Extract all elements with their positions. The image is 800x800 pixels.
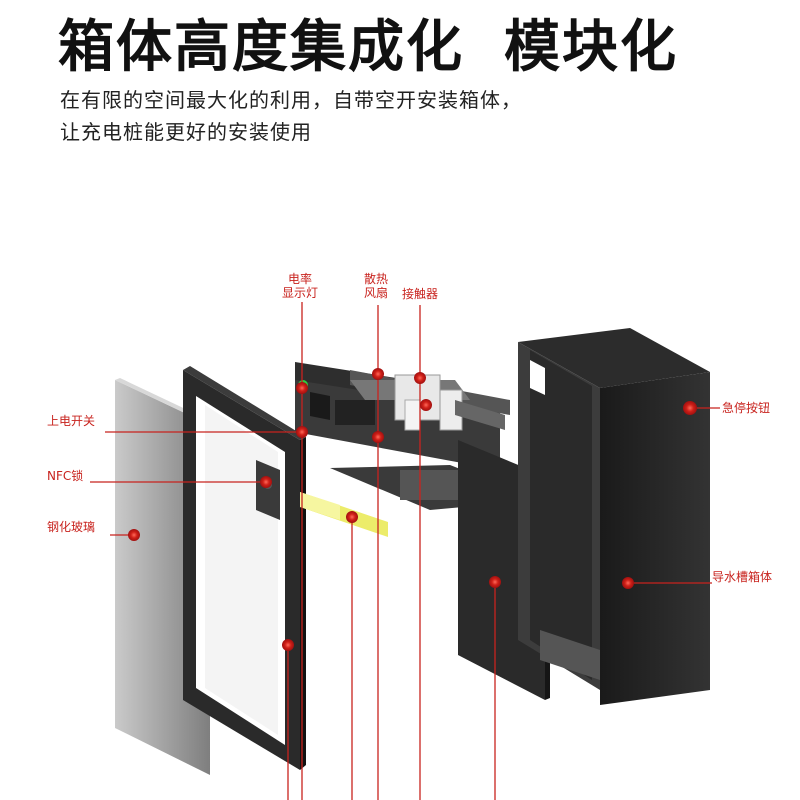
nfc-lock-part (256, 460, 280, 520)
label-nfc-lock: NFC锁 (47, 469, 84, 483)
drain-trough-box (518, 328, 710, 705)
label-emergency-stop: 急停按钮 (722, 401, 771, 415)
title-part-2: 模块化 (504, 15, 678, 80)
page-title: 箱体高度集成化模块化 (58, 2, 678, 83)
label-power-switch: 上电开关 (47, 414, 96, 428)
label-contactor: 接触器 (402, 287, 439, 301)
label-tempered-glass: 钢化玻璃 (47, 520, 96, 534)
label-power-indicator: 电率 显示灯 (282, 272, 319, 300)
annotation-markers (128, 368, 697, 651)
subtitle-line-1: 在有限的空间最大化的利用，自带空开安装箱体， (60, 88, 522, 112)
label-cooling-fan: 散热 风扇 (364, 272, 389, 300)
light-strip (300, 492, 388, 537)
subtitle-line-2: 让充电桩能更好的安装使用 (60, 120, 312, 144)
label-drain-box: 导水槽箱体 (712, 570, 773, 584)
title-part-1: 箱体高度集成化 (58, 15, 464, 80)
